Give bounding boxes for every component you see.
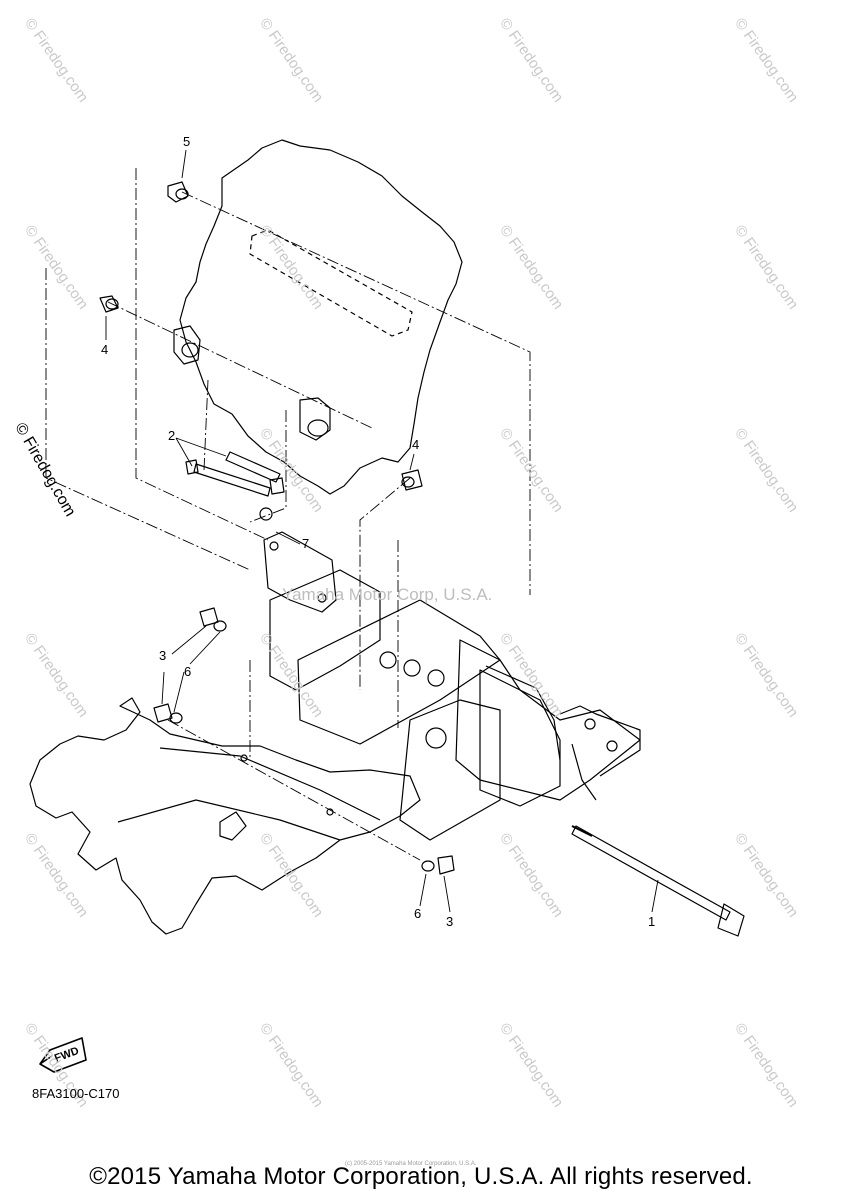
callout-leaders <box>105 149 659 913</box>
through-bolt-part-1 <box>571 825 745 937</box>
bolt-part-2 <box>185 451 285 521</box>
tiny-copyright: (c) 2005-2015 Yamaha Motor Corporation, … <box>345 1161 477 1167</box>
engine-block-outline <box>173 139 463 495</box>
copyright-footer: ©2015 Yamaha Motor Corporation, U.S.A. A… <box>89 1163 753 1190</box>
callout-4: 4 <box>101 342 109 357</box>
callout-5: 5 <box>183 134 191 149</box>
frame-bracket-assembly <box>269 569 641 841</box>
callout-7: 7 <box>302 536 310 551</box>
callout-3: 3 <box>159 648 167 663</box>
callout-1: 1 <box>648 914 656 929</box>
callout-3: 3 <box>446 914 454 929</box>
fwd-arrow-icon <box>39 1037 87 1073</box>
center-watermark: Yamaha Motor Corp, U.S.A. <box>282 585 493 604</box>
mount-plate-part-7 <box>263 531 337 613</box>
nuts-washers <box>99 181 455 875</box>
front-cover-shell <box>29 697 421 935</box>
part-code: 8FA3100-C170 <box>32 1086 120 1101</box>
callout-2: 2 <box>168 428 176 443</box>
callout-4: 4 <box>412 437 420 452</box>
callout-6: 6 <box>184 664 192 679</box>
callout-6: 6 <box>414 906 422 921</box>
